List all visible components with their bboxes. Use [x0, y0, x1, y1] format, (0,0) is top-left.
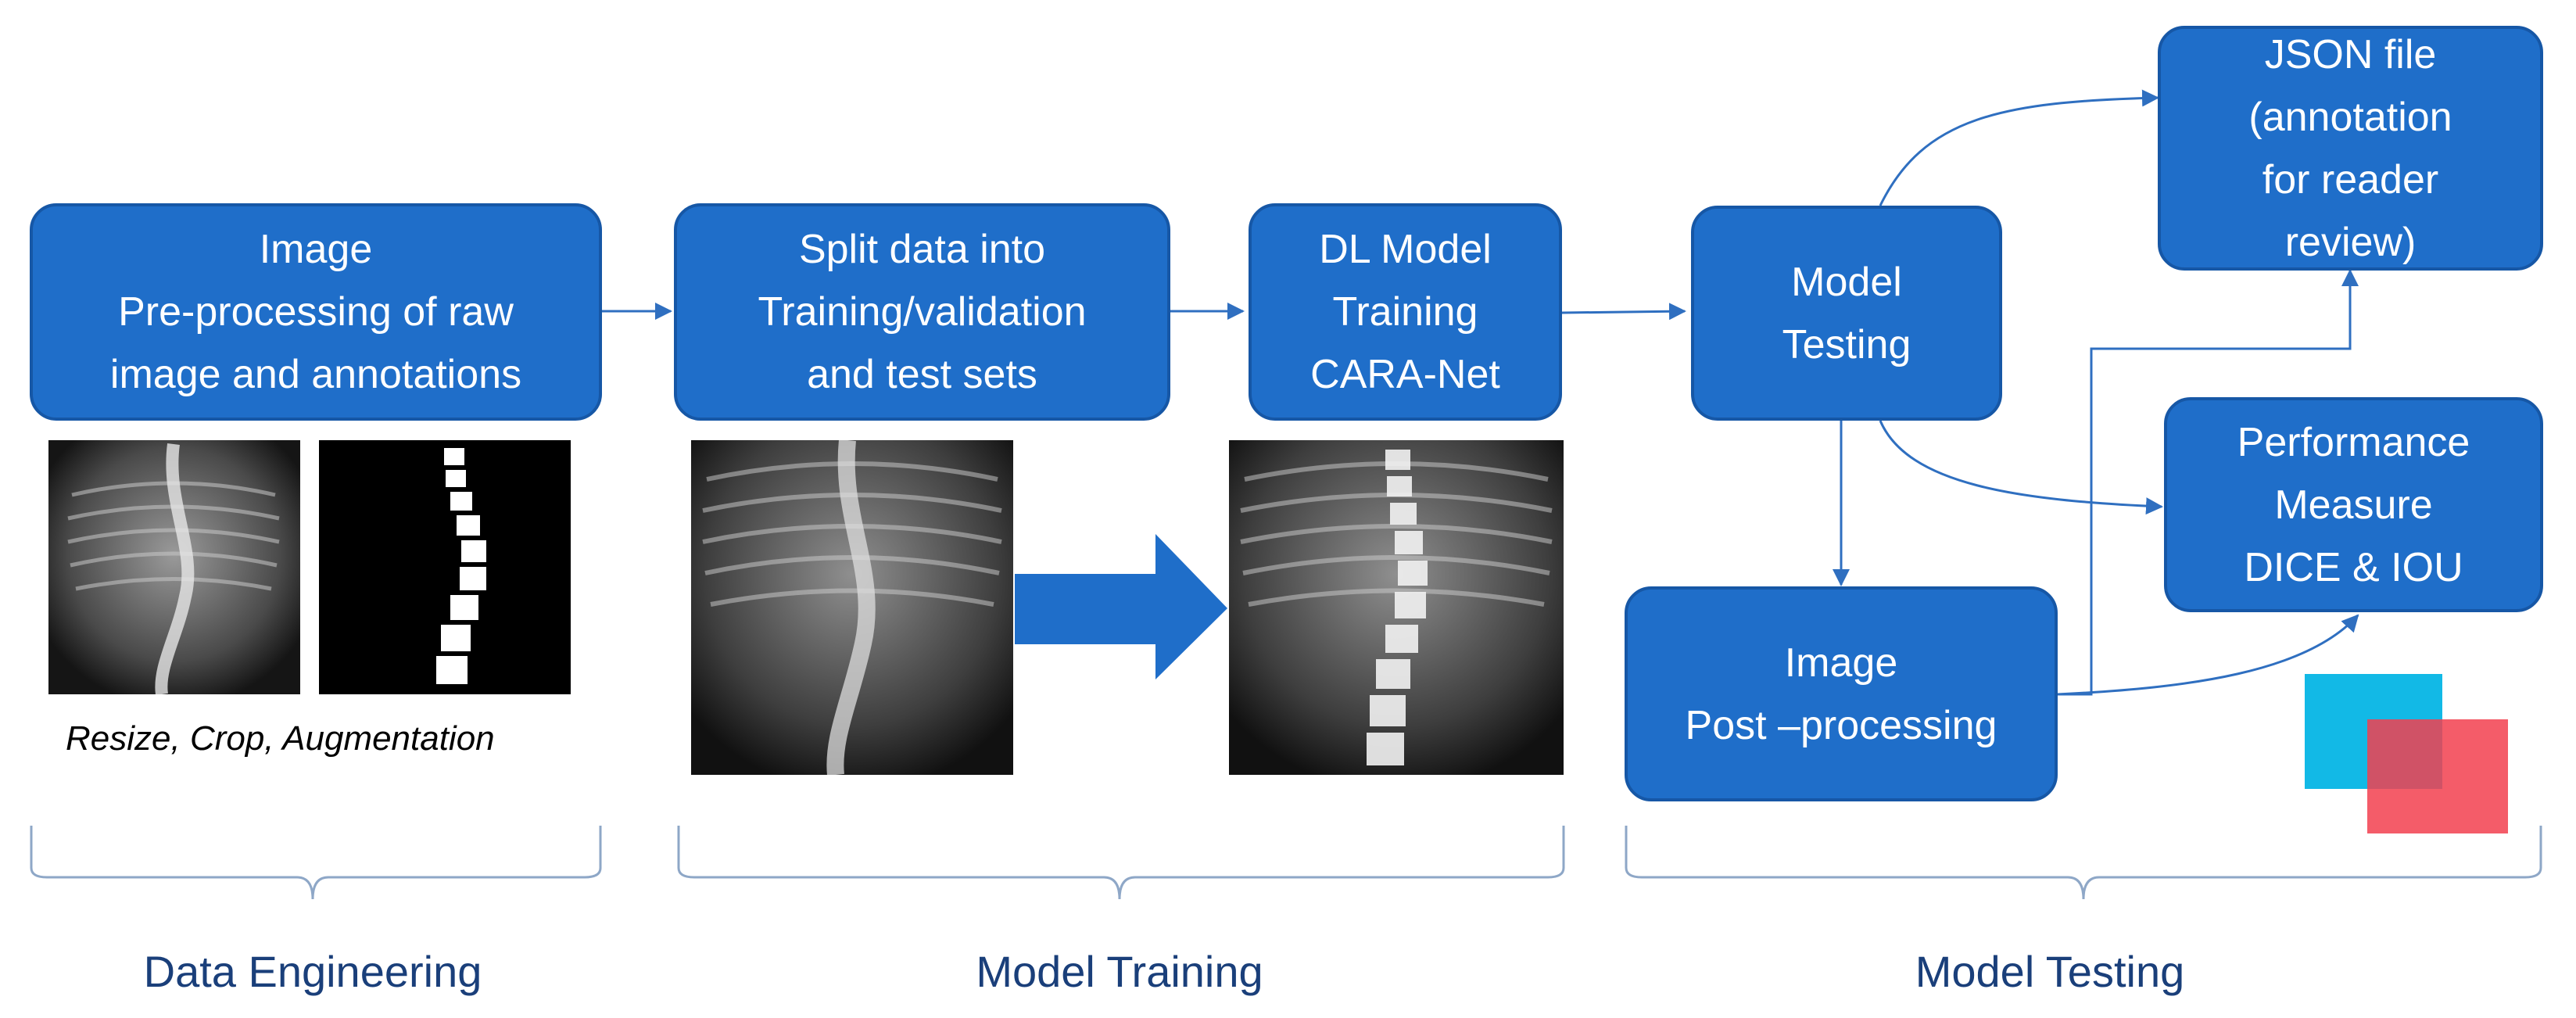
bracket-data-engineering	[30, 826, 602, 900]
box-line: Model	[1791, 259, 1902, 305]
arrow-training-to-testing	[1561, 303, 1686, 321]
box-performance-measure: Performance Measure DICE & IOU	[2164, 397, 2543, 612]
box-line: image and annotations	[109, 352, 522, 397]
box-line: and test sets	[807, 352, 1037, 397]
box-model-testing: Model Testing	[1691, 206, 2002, 421]
bracket-model-testing	[1625, 826, 2542, 900]
box-postprocessing: Image Post –processing	[1625, 586, 2058, 801]
section-data-engineering: Data Engineering	[143, 947, 482, 996]
big-arrow-icon	[1015, 534, 1227, 679]
bracket-model-training	[677, 826, 1565, 900]
box-json-file: JSON file (annotation for reader review)	[2158, 26, 2543, 271]
augmentation-caption: Resize, Crop, Augmentation	[66, 719, 495, 758]
box-line: Post –processing	[1685, 702, 1997, 748]
iou-overlap-icon	[2305, 674, 2508, 833]
box-split-data: Split data into Training/validation and …	[674, 203, 1170, 421]
box-line: DICE & IOU	[2244, 544, 2463, 590]
box-line: review)	[2284, 219, 2417, 265]
xray-input-icon	[691, 440, 1013, 775]
mask-icon	[319, 440, 571, 694]
xray-raw-icon	[48, 440, 300, 694]
section-model-training: Model Training	[976, 947, 1263, 996]
box-line: Performance	[2237, 419, 2470, 465]
box-line: Image	[1784, 640, 1898, 686]
box-line: Measure	[2274, 482, 2433, 528]
box-preprocessing: Image Pre-processing of raw image and an…	[30, 203, 602, 421]
box-line: Pre-processing of raw	[118, 289, 514, 335]
box-line: DL Model	[1319, 227, 1492, 272]
arrow-testing-to-json	[1879, 89, 2159, 206]
arrow-postprocess-to-json	[2058, 269, 2359, 696]
arrow-testing-to-performance	[1879, 420, 2163, 515]
box-line: Image	[259, 227, 373, 272]
box-line: Training/validation	[758, 289, 1087, 335]
box-line: Split data into	[798, 227, 1046, 272]
box-line: Testing	[1782, 321, 1911, 367]
box-line: JSON file	[2264, 31, 2437, 77]
box-model-training: DL Model Training CARA-Net	[1249, 203, 1562, 421]
box-line: for reader	[2262, 156, 2439, 203]
section-model-testing: Model Testing	[1915, 947, 2185, 996]
box-line: CARA-Net	[1310, 352, 1500, 397]
xray-segmented-icon	[1229, 440, 1564, 775]
box-line: (annotation	[2248, 94, 2452, 140]
box-line: Training	[1332, 289, 1478, 335]
arrow-postprocess-to-performance	[2057, 614, 2359, 696]
